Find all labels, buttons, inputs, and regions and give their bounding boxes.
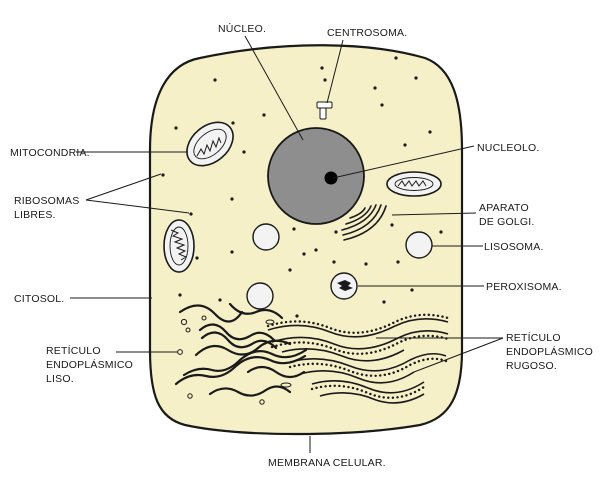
nucleolus	[324, 171, 338, 185]
vesicle-1	[252, 223, 280, 251]
peroxisome	[330, 272, 358, 300]
smooth-er-vesicles	[177, 315, 292, 405]
label-nucleolo: NUCLEOLO.	[477, 142, 539, 154]
label-peroxisoma: PEROXISOMA.	[486, 281, 562, 293]
label-rer-1: RETÍCULO	[506, 331, 561, 344]
ribosome-dots	[161, 56, 443, 318]
label-rel-1: RETÍCULO	[46, 344, 101, 357]
golgi-apparatus	[341, 204, 387, 241]
rough-er-ribosomes	[266, 313, 450, 399]
label-centrosoma: CENTROSOMA.	[327, 27, 407, 39]
mitochondrion-top	[186, 121, 234, 167]
label-nucleo: NÚCLEO.	[218, 22, 266, 35]
label-golgi-2: DE GOLGI.	[479, 216, 534, 228]
label-rer-2: ENDOPLÁSMICO	[506, 345, 593, 358]
label-rer-3: RUGOSO.	[506, 360, 557, 372]
label-rel-3: LISO.	[46, 373, 74, 385]
rough-er	[267, 318, 449, 404]
centrosome	[316, 101, 333, 120]
label-ribosomas-1: RIBOSOMAS	[14, 195, 79, 207]
leader-lines	[70, 35, 504, 453]
label-lisosoma: LISOSOMA.	[484, 241, 544, 253]
smooth-er	[174, 302, 308, 397]
mitochondrion-bottom	[163, 219, 195, 273]
vesicle-2	[246, 282, 274, 310]
label-membrana: MEMBRANA CELULAR.	[268, 457, 386, 469]
label-ribosomas-2: LIBRES.	[14, 209, 56, 221]
nucleus	[267, 127, 365, 225]
label-golgi-1: APARATO	[479, 202, 529, 214]
lysosome	[405, 231, 433, 259]
label-citosol: CITOSOL.	[14, 293, 64, 305]
mitochondrion-right	[386, 171, 442, 197]
label-mitocondria: MITOCONDRIA.	[10, 147, 90, 159]
label-rel-2: ENDOPLÁSMICO	[46, 358, 133, 371]
